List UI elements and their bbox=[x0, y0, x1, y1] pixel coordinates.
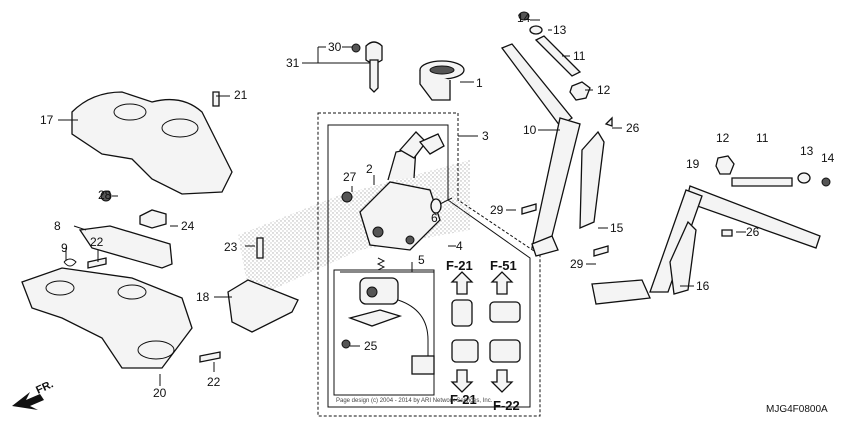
nut-12b bbox=[715, 155, 735, 175]
handlebar-right-19 bbox=[591, 185, 821, 305]
bolt-23 bbox=[256, 237, 264, 259]
callout-27: 27 bbox=[343, 170, 357, 184]
callout-10: 10 bbox=[523, 123, 537, 137]
callout-21: 21 bbox=[234, 88, 248, 102]
ignition-switch-2 bbox=[359, 131, 445, 251]
callout-5: 5 bbox=[418, 253, 425, 267]
callout-15: 15 bbox=[610, 221, 624, 235]
callout-20: 20 bbox=[153, 386, 167, 400]
callout-26-top: 26 bbox=[626, 121, 640, 135]
bolt-21 bbox=[212, 91, 220, 107]
upper-cover-17 bbox=[71, 91, 233, 195]
clip-9 bbox=[63, 258, 77, 267]
flow-label-f21-top: F-21 bbox=[446, 258, 473, 273]
cap-part-1 bbox=[419, 60, 465, 101]
callout-29-lower: 29 bbox=[570, 257, 584, 271]
callout-11-top: 11 bbox=[573, 49, 586, 63]
bolt-26b bbox=[721, 229, 733, 237]
bolt-22b bbox=[199, 351, 221, 363]
switch-5 bbox=[347, 277, 435, 375]
callout-6: 6 bbox=[431, 211, 438, 225]
flow-panel bbox=[450, 271, 521, 393]
callout-24: 24 bbox=[181, 219, 195, 233]
plate-15 bbox=[579, 130, 605, 229]
front-arrow-icon bbox=[12, 392, 44, 410]
flow-label-f51-top: F-51 bbox=[490, 258, 517, 273]
screw-25 bbox=[341, 339, 351, 349]
bolt-28 bbox=[100, 190, 112, 202]
nut-12a bbox=[569, 81, 591, 101]
callout-14-right: 14 bbox=[821, 151, 835, 165]
callout-12-right: 12 bbox=[716, 131, 730, 145]
bolt-29b bbox=[593, 245, 609, 257]
washer-6 bbox=[430, 198, 442, 214]
top-bridge-20 bbox=[21, 267, 193, 369]
washer-30 bbox=[351, 43, 361, 53]
callout-3: 3 bbox=[482, 129, 489, 143]
bridge-hole-low bbox=[137, 340, 175, 360]
nut-14b bbox=[821, 177, 831, 187]
callout-8: 8 bbox=[54, 219, 61, 233]
callout-2: 2 bbox=[366, 162, 373, 176]
assembly-box-5 bbox=[333, 269, 435, 396]
callout-9: 9 bbox=[61, 241, 68, 255]
washer-13a bbox=[529, 25, 543, 35]
flow-label-f21-bottom: F-21 bbox=[450, 392, 477, 407]
callout-30: 30 bbox=[328, 40, 342, 54]
bracket-18 bbox=[227, 279, 299, 333]
key bbox=[365, 41, 383, 93]
callout-13-top: 13 bbox=[553, 23, 567, 37]
nut-14a bbox=[518, 11, 530, 21]
nut-24 bbox=[139, 209, 167, 229]
callout-4: 4 bbox=[456, 239, 463, 253]
callout-23: 23 bbox=[224, 240, 238, 254]
copyright-notice: Page design (c) 2004 - 2014 by ARI Netwo… bbox=[336, 398, 493, 404]
grip-11a bbox=[534, 35, 582, 77]
assembly-box-4 bbox=[327, 124, 531, 408]
front-label: FR. bbox=[34, 378, 55, 396]
callout-29-upper: 29 bbox=[490, 203, 504, 217]
callout-28: 28 bbox=[98, 188, 112, 202]
callout-22-lower: 22 bbox=[207, 375, 221, 389]
handlebar-left-10 bbox=[500, 43, 581, 257]
washer-13b bbox=[797, 172, 811, 184]
callout-12-top: 12 bbox=[597, 83, 611, 97]
bridge-hole-left bbox=[45, 280, 75, 296]
holder-8 bbox=[78, 225, 173, 269]
callout-11-right: 11 bbox=[756, 131, 769, 145]
leader-lines bbox=[58, 19, 746, 386]
bolt-26a bbox=[604, 116, 613, 127]
bolt-22a bbox=[87, 257, 107, 269]
cover-hole-right bbox=[161, 118, 199, 138]
spring bbox=[376, 257, 386, 271]
callout-31: 31 bbox=[286, 56, 300, 70]
screw-27 bbox=[341, 191, 353, 203]
callout-22-upper: 22 bbox=[90, 235, 104, 249]
grip-11b bbox=[731, 177, 793, 187]
callout-1: 1 bbox=[476, 76, 483, 90]
callout-14-top: 14 bbox=[517, 11, 531, 25]
callout-18: 18 bbox=[196, 290, 210, 304]
callout-19: 19 bbox=[686, 157, 700, 171]
callout-26-right: 26 bbox=[746, 225, 760, 239]
callout-17: 17 bbox=[40, 113, 54, 127]
callout-16: 16 bbox=[696, 279, 710, 293]
cover-hole-left bbox=[113, 103, 147, 121]
flow-label-f22-bottom: F-22 bbox=[493, 398, 520, 413]
callout-25: 25 bbox=[364, 339, 378, 353]
bolt-29a bbox=[521, 203, 537, 215]
diagram-code: MJG4F0800A bbox=[766, 404, 828, 415]
plate-16 bbox=[669, 220, 697, 295]
bridge-hole-mid bbox=[117, 284, 147, 300]
callout-13-right: 13 bbox=[800, 144, 814, 158]
